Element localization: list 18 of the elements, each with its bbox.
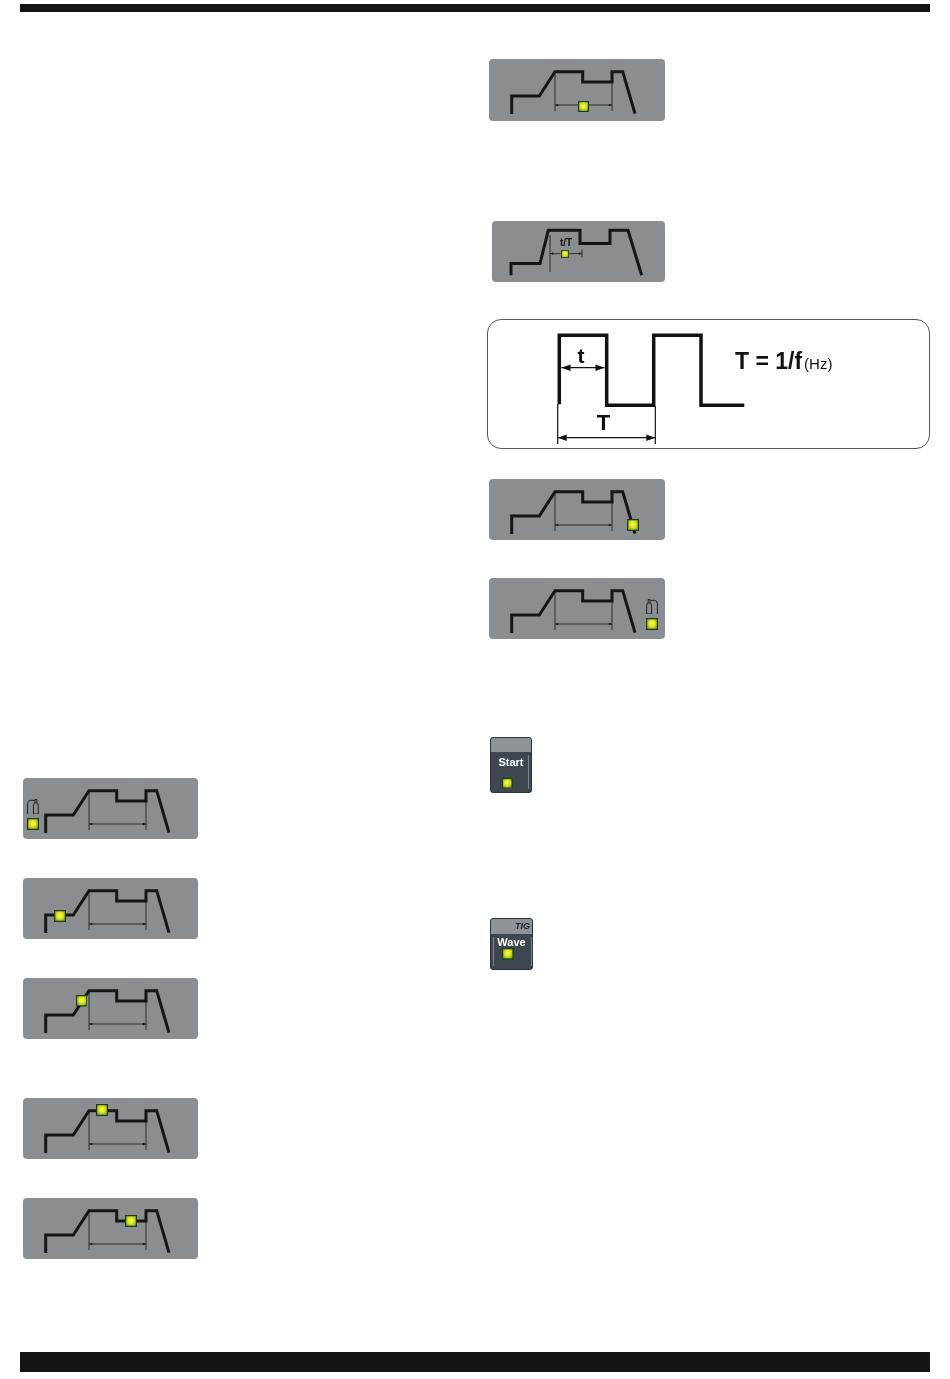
waveform-panel — [487, 319, 930, 449]
display-panel — [489, 59, 665, 121]
mode-label: TIG — [515, 921, 530, 931]
display-panel — [489, 578, 665, 639]
push-button: TIG Wave — [490, 918, 533, 970]
dimension-label: T — [596, 412, 611, 434]
display-panel — [492, 221, 665, 282]
display-panel — [23, 978, 198, 1039]
unit-label: (Hz) — [804, 355, 833, 372]
display-panel — [23, 1098, 198, 1159]
display-panel — [23, 1198, 198, 1259]
display-panel — [489, 479, 665, 540]
dimension-label: t — [577, 345, 585, 366]
formula-text: T = 1/f — [735, 348, 803, 374]
display-panel — [23, 878, 198, 939]
dimension-label: t/T — [559, 237, 573, 248]
push-button: Start — [490, 737, 532, 793]
display-panel — [23, 778, 198, 839]
